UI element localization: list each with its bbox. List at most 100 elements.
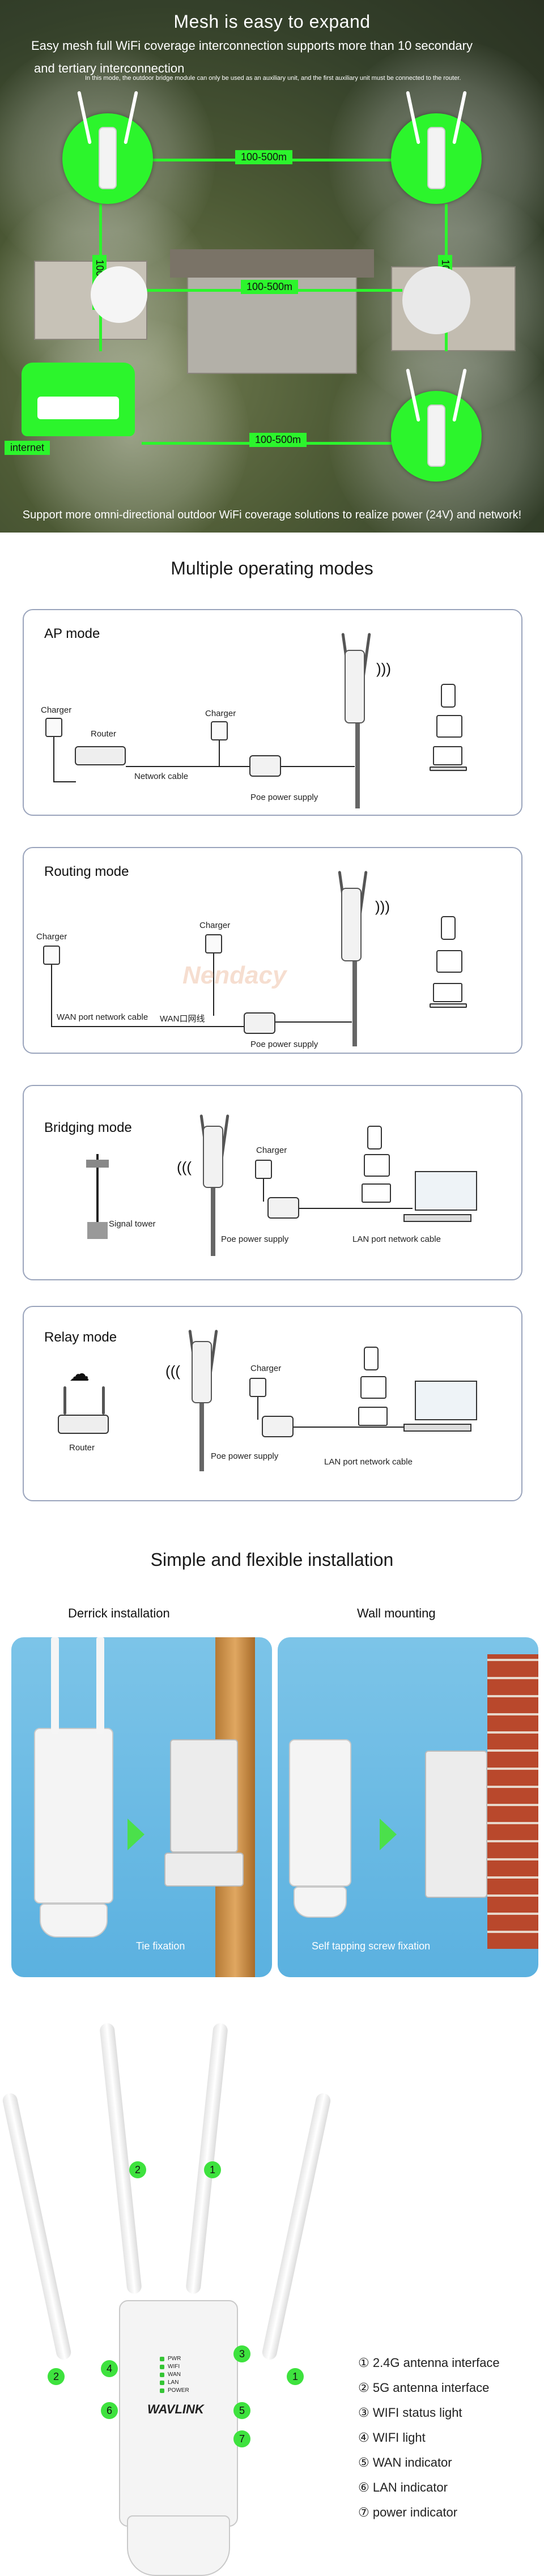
wifi-signal-icon: )))	[177, 1159, 192, 1176]
ap-bottom-cap	[40, 1904, 108, 1938]
charger-icon	[255, 1160, 272, 1179]
laptop-base	[430, 1003, 467, 1008]
ap-device-icon	[402, 266, 419, 317]
install-heading: Simple and flexible installation	[150, 1549, 394, 1570]
poe-label: Poe power supply	[250, 1040, 318, 1049]
charger-label: Charger	[41, 705, 72, 715]
mounting-bracket	[170, 1739, 238, 1853]
brand-logo: WAVLINK	[147, 2402, 204, 2416]
arrow-right-icon	[380, 1819, 397, 1850]
charger-icon	[205, 934, 222, 953]
antenna-icon	[261, 2092, 332, 2361]
cable-line	[294, 1427, 413, 1428]
mesh-node-ap	[62, 91, 153, 204]
legend-item: ④ WIFI light	[358, 2430, 426, 2445]
cable-line	[53, 781, 76, 782]
callout-badge: 5	[233, 2402, 250, 2419]
desktop-pc-icon	[415, 1171, 477, 1211]
signal-tower-label: Signal tower	[109, 1219, 156, 1229]
callout-badge: 2	[129, 2161, 146, 2178]
network-cable-label: Network cable	[134, 772, 189, 781]
phone-icon	[364, 1347, 379, 1370]
relay-mode-panel: Relay mode ☁ Router ))) Charger Poe powe…	[23, 1306, 522, 1501]
derrick-caption: Tie fixation	[136, 1940, 185, 1952]
cable-line	[53, 737, 54, 782]
callout-badge: 1	[287, 2368, 304, 2385]
signal-tower-icon	[80, 1148, 114, 1239]
led-light	[160, 2381, 164, 2385]
legend-item: ⑦ power indicator	[358, 2505, 458, 2519]
house-roof	[170, 249, 374, 278]
tablet-icon	[436, 950, 462, 973]
cable-line	[51, 1026, 244, 1027]
cable-line	[126, 766, 267, 767]
cable-line	[281, 766, 355, 767]
poe-label: Poe power supply	[221, 1234, 289, 1244]
led-light	[160, 2357, 164, 2361]
mounting-pole	[355, 695, 360, 808]
wall-title: Wall mounting	[357, 1606, 436, 1620]
router-icon	[37, 397, 119, 419]
antenna-icon	[185, 2022, 229, 2295]
mesh-subtitle-line2: and tertiary interconnection	[34, 61, 185, 75]
charger-icon	[249, 1378, 266, 1397]
legend-item: ② 5G antenna interface	[358, 2381, 490, 2395]
brick-wall	[487, 1654, 538, 1949]
phone-icon	[441, 684, 456, 708]
relay-mode-title: Relay mode	[44, 1330, 117, 1345]
charger-label: Charger	[256, 1146, 287, 1155]
mesh-note: In this mode, the outdoor bridge module …	[85, 75, 461, 82]
ap-bottom-cap	[294, 1887, 347, 1918]
phone-icon	[367, 1126, 382, 1149]
cable-line	[51, 965, 52, 1027]
cable-line	[275, 1021, 352, 1023]
bridging-mode-panel: Bridging mode Signal tower ))) Charger P…	[23, 1085, 522, 1280]
charger-icon	[45, 718, 62, 737]
mesh-router-node	[22, 363, 135, 436]
antenna-icon	[51, 1637, 59, 1734]
mesh-node-ap	[391, 368, 482, 482]
antenna-icon	[96, 1637, 104, 1734]
led-label: WAN	[168, 2371, 181, 2378]
bridging-mode-title: Bridging mode	[44, 1120, 132, 1135]
laptop-base	[430, 767, 467, 771]
outdoor-ap-body	[34, 1728, 113, 1904]
mounting-pole	[211, 1188, 215, 1256]
outdoor-ap-body	[119, 2300, 238, 2527]
mesh-section: Mesh is easy to expand Easy mesh full Wi…	[0, 0, 544, 533]
laptop-icon	[358, 1407, 388, 1426]
laptop-icon	[433, 746, 462, 765]
distance-label: 100-500m	[241, 280, 299, 294]
ap-device-icon	[99, 127, 117, 189]
router-label: Router	[91, 729, 117, 739]
mesh-title: Mesh is easy to expand	[173, 11, 371, 32]
laptop-icon	[362, 1183, 391, 1203]
derrick-title: Derrick installation	[68, 1606, 170, 1620]
wall-install-card: Self tapping screw fixation	[278, 1637, 538, 1977]
laptop-icon	[433, 983, 462, 1002]
legend-item: ① 2.4G antenna interface	[358, 2356, 500, 2370]
antenna-icon	[1, 2092, 73, 2361]
callout-badge: 3	[233, 2345, 250, 2362]
led-label: POWER	[168, 2387, 189, 2394]
led-label: LAN	[168, 2379, 179, 2386]
callout-badge: 4	[101, 2360, 118, 2377]
outdoor-ap-icon	[203, 1126, 223, 1188]
legend-item: ③ WIFI status light	[358, 2405, 462, 2420]
routing-mode-panel: Routing mode Charger WAN port network ca…	[23, 847, 522, 1054]
wifi-signal-icon: )))	[376, 660, 391, 677]
charger-label: Charger	[250, 1364, 282, 1373]
wan-cable-cn-label: WAN口网线	[160, 1014, 205, 1024]
cloud-icon: ☁	[69, 1362, 90, 1385]
outdoor-ap-icon	[345, 650, 365, 723]
charger-label: Charger	[199, 921, 231, 930]
ap-bottom-cap	[127, 2515, 230, 2576]
poe-injector-icon	[267, 1197, 299, 1219]
wall-caption: Self tapping screw fixation	[312, 1940, 431, 1952]
poe-injector-icon	[249, 755, 281, 777]
callout-badge: 1	[204, 2161, 221, 2178]
mesh-subtitle-line1: Easy mesh full WiFi coverage interconnec…	[31, 39, 473, 53]
ap-mode-panel: AP mode Charger Router Network cable Cha…	[23, 609, 522, 816]
tablet-icon	[364, 1154, 390, 1177]
internet-label: internet	[5, 441, 50, 455]
